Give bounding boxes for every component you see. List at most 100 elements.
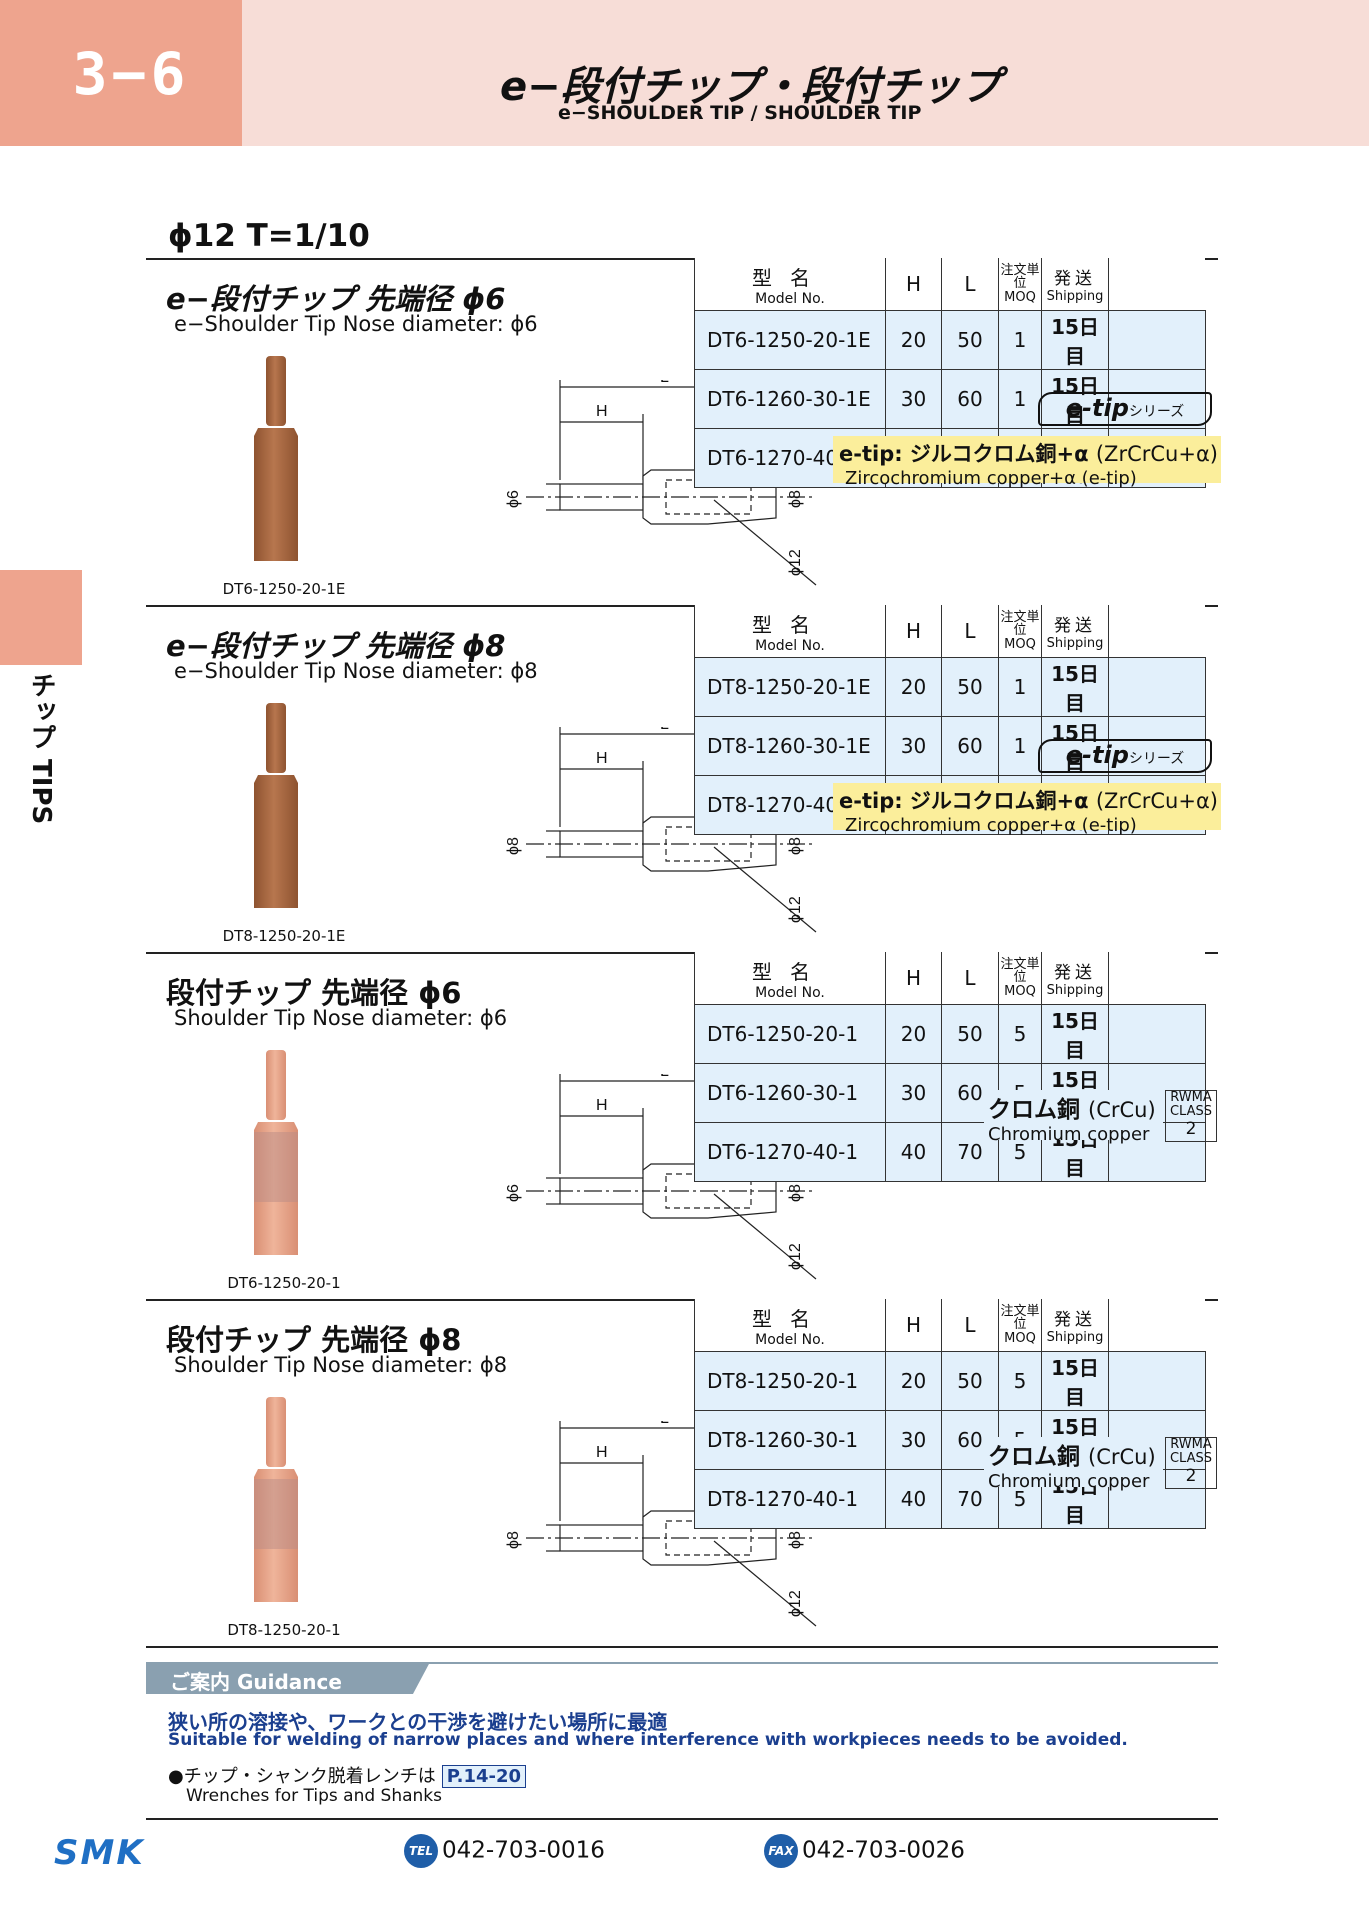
product-subtitle: Shoulder Tip Nose diameter: ϕ6 bbox=[174, 1006, 508, 1030]
fax-text: 042-703-0026 bbox=[802, 1837, 965, 1864]
product-title: 段付チップ 先端径 ϕ8 bbox=[166, 1323, 462, 1357]
model-number: DT6-1270-40-1 bbox=[694, 1122, 886, 1182]
photo-caption: DT8-1250-20-1E bbox=[222, 927, 346, 945]
section-divider bbox=[146, 952, 1218, 954]
extra-cell bbox=[1108, 310, 1206, 370]
side-tab-marker bbox=[0, 570, 82, 665]
page-title: e−段付チップ・段付チップ bbox=[500, 64, 1001, 110]
dim-L: L bbox=[660, 380, 669, 386]
dim-nose: ϕ6 bbox=[505, 1184, 522, 1202]
guidance-text-jp: 狭い所の溶接や、ワークとの干渉を避けたい場所に最適 bbox=[168, 1710, 668, 1734]
header-l: L bbox=[941, 605, 999, 658]
tel-icon: TEL bbox=[404, 1834, 438, 1868]
material-box: e-tip: ジルコクロム銅+α (ZrCrCu+α)Zircochromium… bbox=[833, 436, 1221, 489]
material-name: クロム銅 bbox=[988, 1097, 1080, 1123]
page-reference-link[interactable]: P.14-20 bbox=[441, 1765, 527, 1788]
moq-value: 1 bbox=[998, 310, 1042, 370]
dim-L: L bbox=[660, 1074, 669, 1080]
h-value: 40 bbox=[885, 1122, 942, 1182]
photo-caption: DT6-1250-20-1 bbox=[227, 1274, 341, 1292]
extra-cell bbox=[1108, 1004, 1206, 1064]
l-value: 50 bbox=[941, 1004, 999, 1064]
section-divider bbox=[146, 258, 1218, 260]
guidance-rule bbox=[146, 1662, 1218, 1664]
dim-nose: ϕ6 bbox=[505, 490, 522, 508]
shipping-value: 15日目 bbox=[1041, 369, 1109, 429]
series-logo-text: e-tip bbox=[1065, 741, 1129, 769]
material-box: クロム銅 (CrCu)Chromium copper bbox=[984, 1437, 1163, 1492]
shipping-value: 15日目 bbox=[1041, 310, 1109, 370]
section-divider bbox=[146, 1646, 1218, 1648]
series-suffix: シリーズ bbox=[1128, 751, 1185, 767]
wrench-note-text: ●チップ・シャンク脱着レンチは bbox=[168, 1766, 436, 1787]
product-subtitle: Shoulder Tip Nose diameter: ϕ8 bbox=[174, 1353, 508, 1377]
dim-d8: ϕ8 bbox=[787, 490, 804, 508]
header-l: L bbox=[941, 952, 999, 1005]
model-number: DT6-1260-30-1 bbox=[694, 1063, 886, 1123]
guidance-tab bbox=[146, 1662, 430, 1694]
rwma-class-label: CLASS bbox=[1169, 1451, 1212, 1466]
shipping-value: 15日目 bbox=[1041, 1351, 1109, 1411]
material-formula: (CrCu) bbox=[1088, 1098, 1156, 1122]
product-title: 段付チップ 先端径 ϕ6 bbox=[166, 976, 462, 1010]
dimension-drawing: LH15T=1/10ϕ6ϕ8ϕ12 bbox=[505, 380, 836, 586]
dim-nose: ϕ8 bbox=[505, 837, 522, 855]
material-en: Chromium copper bbox=[988, 1471, 1150, 1492]
model-number: DT6-1260-30-1E bbox=[694, 369, 886, 429]
dim-d12: ϕ12 bbox=[787, 1590, 804, 1617]
header-title-block bbox=[242, 0, 1369, 146]
dim-d12: ϕ12 bbox=[787, 1243, 804, 1270]
l-value: 50 bbox=[941, 657, 999, 717]
product-photo bbox=[254, 1397, 298, 1602]
header-blank bbox=[1108, 605, 1205, 658]
rwma-label: RWMA bbox=[1170, 1090, 1212, 1105]
dim-d8: ϕ8 bbox=[787, 1184, 804, 1202]
spec-title: ϕ12 T=1/10 bbox=[168, 218, 370, 254]
shipping-value: 15日目 bbox=[1041, 1004, 1109, 1064]
model-number: DT8-1260-30-1E bbox=[694, 716, 886, 776]
model-number: DT6-1250-20-1 bbox=[694, 1004, 886, 1064]
moq-value: 5 bbox=[998, 1004, 1042, 1064]
product-subtitle: e−Shoulder Tip Nose diameter: ϕ6 bbox=[174, 312, 538, 336]
h-value: 20 bbox=[885, 657, 942, 717]
material-box: クロム銅 (CrCu)Chromium copper bbox=[984, 1090, 1163, 1145]
section-divider bbox=[146, 605, 1218, 607]
l-value: 60 bbox=[941, 716, 999, 776]
material-jp: e-tip: ジルコクロム銅+α (ZrCrCu+α) bbox=[839, 438, 1221, 468]
extra-cell bbox=[1108, 657, 1206, 717]
l-value: 60 bbox=[941, 369, 999, 429]
h-value: 30 bbox=[885, 716, 942, 776]
dim-nose: ϕ8 bbox=[505, 1531, 522, 1549]
l-value: 50 bbox=[941, 310, 999, 370]
table-row: DT8-1260-30-13060515日目 bbox=[694, 1410, 1206, 1470]
product-title: e−段付チップ 先端径 ϕ6 bbox=[166, 282, 506, 316]
h-value: 40 bbox=[885, 1469, 942, 1529]
material-formula: (ZrCrCu+α) bbox=[1095, 442, 1218, 466]
